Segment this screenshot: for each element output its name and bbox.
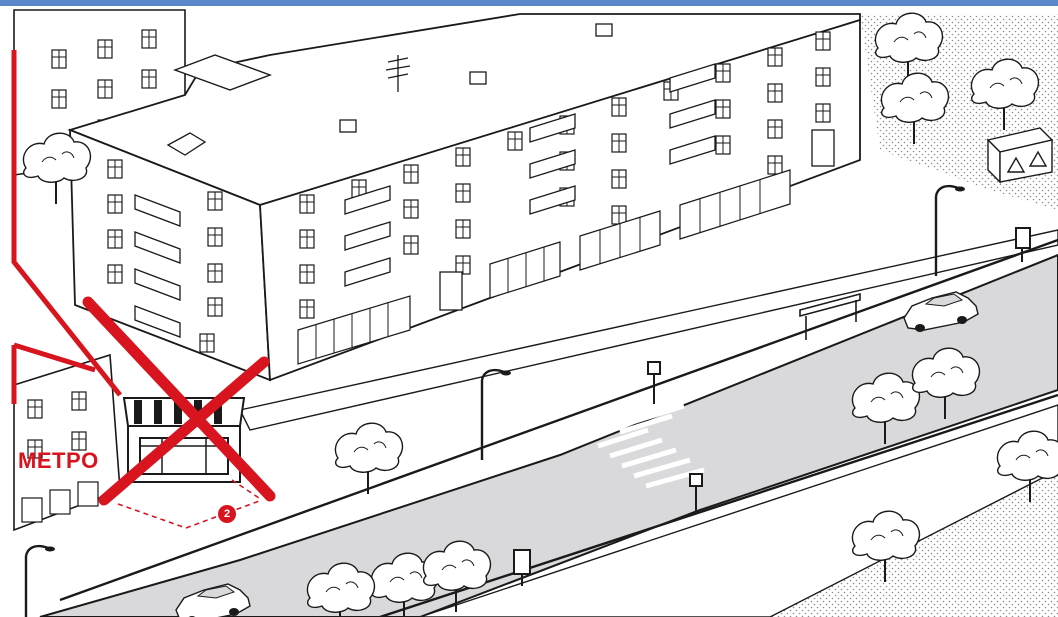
main-apartment-building [70,14,860,380]
metro-sign: METPO [18,448,99,474]
top-frame-border [0,0,1058,6]
distance-marker-label: 2 [219,506,235,522]
tree [335,423,402,494]
street-lamp [26,546,55,617]
distance-measure [118,480,262,528]
